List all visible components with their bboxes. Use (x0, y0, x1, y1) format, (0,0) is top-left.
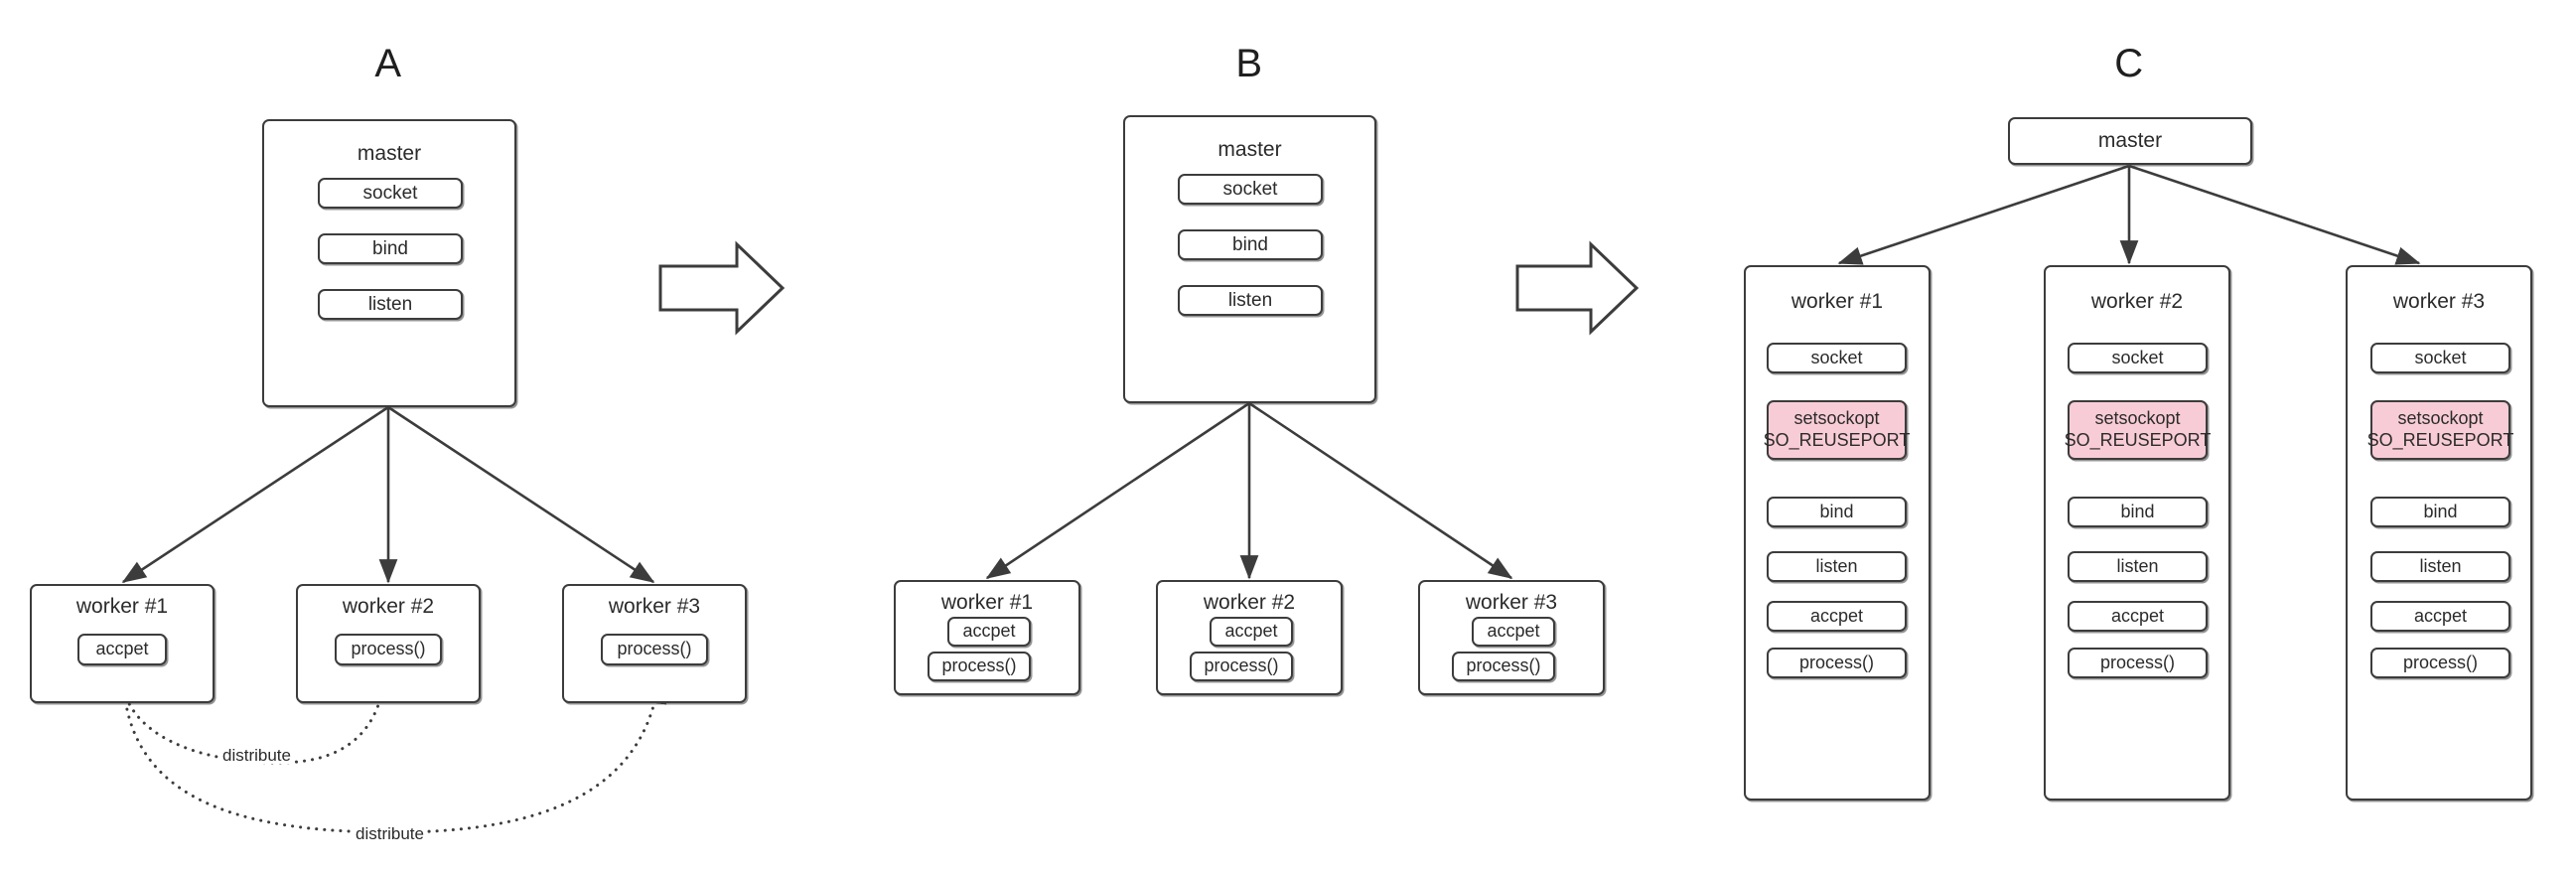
panel-c-worker-title-1: worker #1 (1790, 290, 1884, 313)
panel-c-worker2-step-socket[interactable]: socket (2068, 343, 2208, 373)
panel-c-worker-title-3: worker #3 (2392, 290, 2486, 313)
panel-b-worker-title-3: worker #3 (1465, 591, 1558, 614)
panel-b-worker-title-2: worker #2 (1203, 591, 1296, 614)
transition-arrow-b-c (1515, 240, 1640, 336)
panel-a-master-step-listen[interactable]: listen (318, 289, 463, 320)
panel-a-worker1-step-accpet[interactable]: accpet (77, 634, 167, 665)
panel-c-worker3-step-process[interactable]: process() (2370, 648, 2510, 678)
panel-a-worker-title-2: worker #2 (342, 595, 435, 618)
panel-c-worker3-step-socket[interactable]: socket (2370, 343, 2510, 373)
panel-c-worker2-step-process[interactable]: process() (2068, 648, 2208, 678)
panel-letter-b: B (1235, 42, 1263, 85)
panel-b-worker2-step-accpet[interactable]: accpet (1210, 617, 1293, 647)
panel-a-fanout (121, 405, 655, 584)
panel-a-master-box: master (262, 119, 516, 407)
panel-a-master-step-bind[interactable]: bind (318, 233, 463, 264)
panel-c-worker2-step-bind[interactable]: bind (2068, 497, 2208, 527)
panel-a-distribute-label-2: distribute (353, 825, 427, 842)
panel-b-worker-title-1: worker #1 (940, 591, 1034, 614)
panel-a-worker3-step-process[interactable]: process() (601, 634, 708, 665)
panel-a-worker-box-2: worker #2 (296, 584, 481, 703)
panel-a-distribute-label-1: distribute (219, 747, 294, 764)
panel-a-worker-title-1: worker #1 (75, 595, 169, 618)
panel-a-worker-title-3: worker #3 (608, 595, 701, 618)
panel-c-worker3-step-bind[interactable]: bind (2370, 497, 2510, 527)
panel-c-worker1-step-listen[interactable]: listen (1767, 551, 1907, 582)
panel-a-worker2-step-process[interactable]: process() (335, 634, 442, 665)
panel-b-master-step-socket[interactable]: socket (1178, 174, 1323, 205)
panel-a-worker-box-3: worker #3 (562, 584, 747, 703)
panel-c-worker3-step-accpet[interactable]: accpet (2370, 601, 2510, 632)
panel-b-worker2-step-process[interactable]: process() (1190, 652, 1293, 681)
panel-c-worker1-step-process[interactable]: process() (1767, 648, 1907, 678)
panel-c-worker2-step-setsockopt[interactable]: setsockopt SO_REUSEPORT (2065, 400, 2211, 460)
panel-letter-c: C (2114, 42, 2144, 85)
panel-b-master-title: master (1217, 138, 1282, 161)
panel-c-worker2-step-accpet[interactable]: accpet (2068, 601, 2208, 632)
panel-c-worker-title-2: worker #2 (2090, 290, 2184, 313)
panel-c-worker3-step-listen[interactable]: listen (2370, 551, 2510, 582)
panel-letter-a: A (374, 42, 402, 85)
panel-b-master-step-bind[interactable]: bind (1178, 229, 1323, 260)
panel-b-fanout (985, 401, 1513, 580)
panel-c-worker2-step-listen[interactable]: listen (2068, 551, 2208, 582)
transition-arrow-a-b (658, 240, 786, 336)
panel-c-worker1-step-bind[interactable]: bind (1767, 497, 1907, 527)
panel-c-worker1-step-setsockopt[interactable]: setsockopt SO_REUSEPORT (1764, 400, 1910, 460)
panel-c-worker1-step-socket[interactable]: socket (1767, 343, 1907, 373)
panel-a-master-step-socket[interactable]: socket (318, 178, 463, 209)
panel-c-fanout (1837, 164, 2421, 265)
panel-b-master-step-listen[interactable]: listen (1178, 285, 1323, 316)
panel-b-worker3-step-process[interactable]: process() (1452, 652, 1555, 681)
panel-b-worker3-step-accpet[interactable]: accpet (1472, 617, 1555, 647)
panel-c-worker1-step-accpet[interactable]: accpet (1767, 601, 1907, 632)
panel-b-worker1-step-process[interactable]: process() (928, 652, 1031, 681)
panel-b-worker1-step-accpet[interactable]: accpet (947, 617, 1031, 647)
panel-a-master-title: master (357, 142, 422, 165)
panel-c-worker3-step-setsockopt[interactable]: setsockopt SO_REUSEPORT (2367, 400, 2513, 460)
panel-c-master-box[interactable]: master (2008, 117, 2252, 165)
